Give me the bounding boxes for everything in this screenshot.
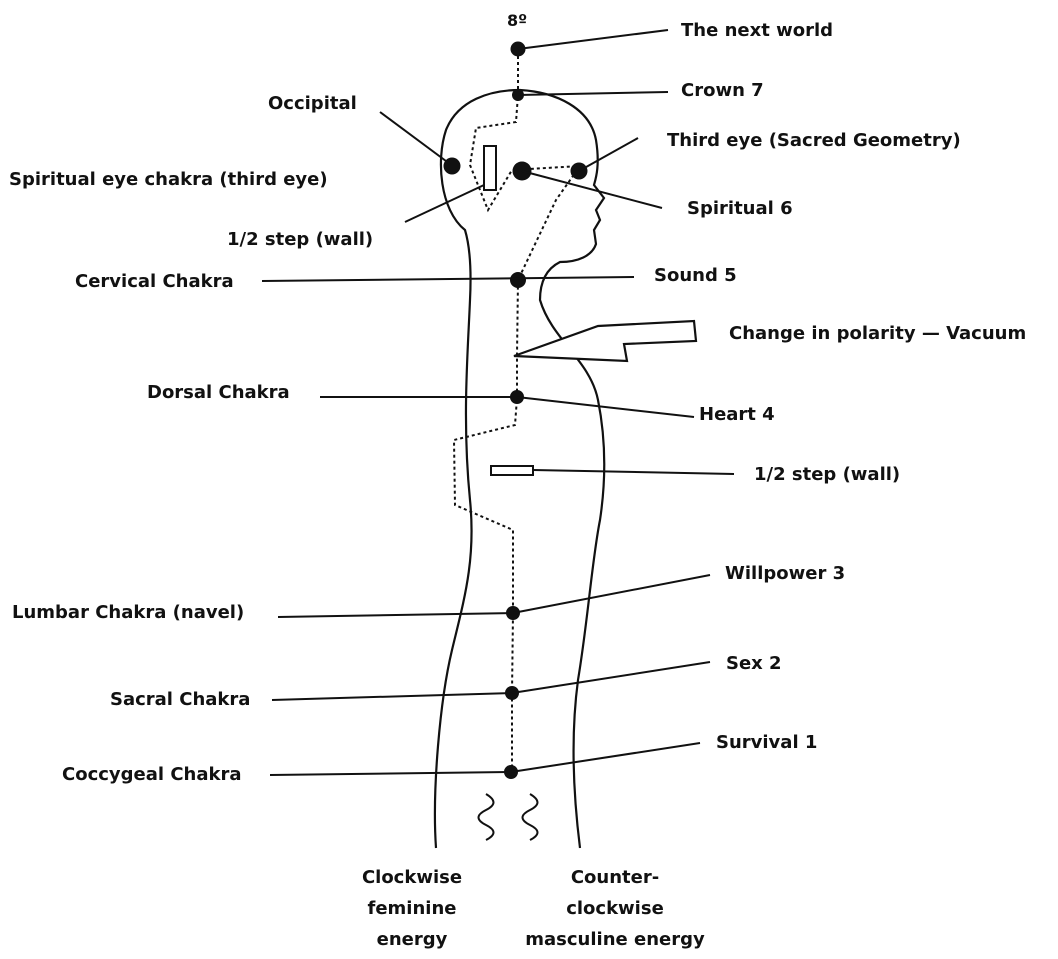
label-third-eye-sacred: Third eye (Sacred Geometry) bbox=[667, 130, 961, 152]
label-polarity: Change in polarity — Vacuum bbox=[729, 323, 1026, 345]
label-sex: Sex 2 bbox=[726, 653, 782, 675]
label-occipital: Occipital bbox=[268, 93, 357, 115]
label-cervical: Cervical Chakra bbox=[75, 271, 234, 293]
wall-head-shape bbox=[484, 146, 496, 190]
caption-counter-line-1: Counter- bbox=[505, 862, 725, 893]
top-marker: 8º bbox=[507, 10, 527, 32]
caption-clockwise-line-1: Clockwise bbox=[342, 862, 482, 893]
label-coccygeal: Coccygeal Chakra bbox=[62, 764, 242, 786]
clockwise-wave bbox=[479, 794, 494, 840]
label-half-step-head: 1/2 step (wall) bbox=[227, 229, 373, 251]
label-dorsal: Dorsal Chakra bbox=[147, 382, 290, 404]
label-lumbar: Lumbar Chakra (navel) bbox=[12, 602, 244, 624]
label-spiritual: Spiritual 6 bbox=[687, 198, 793, 220]
caption-clockwise: Clockwise feminine energy bbox=[342, 862, 482, 955]
label-half-step-body: 1/2 step (wall) bbox=[754, 464, 900, 486]
caption-clockwise-line-2: feminine bbox=[342, 893, 482, 924]
caption-counterclockwise: Counter- clockwise masculine energy bbox=[505, 862, 725, 955]
dot-sound bbox=[510, 272, 526, 288]
label-sound: Sound 5 bbox=[654, 265, 737, 287]
label-spiritual-eye: Spiritual eye chakra (third eye) bbox=[9, 169, 328, 191]
label-crown: Crown 7 bbox=[681, 80, 764, 102]
leader-lines bbox=[262, 30, 734, 775]
caption-clockwise-line-3: energy bbox=[342, 924, 482, 955]
label-survival: Survival 1 bbox=[716, 732, 817, 754]
counter-wave bbox=[523, 794, 538, 840]
label-willpower: Willpower 3 bbox=[725, 563, 845, 585]
caption-counter-line-2: clockwise bbox=[505, 893, 725, 924]
lightning-bolt bbox=[514, 321, 696, 361]
energy-channel bbox=[454, 50, 580, 772]
label-next-world: The next world bbox=[681, 20, 833, 42]
label-sacral: Sacral Chakra bbox=[110, 689, 250, 711]
wall-body-shape bbox=[491, 466, 533, 475]
label-heart: Heart 4 bbox=[699, 404, 775, 426]
caption-counter-line-3: masculine energy bbox=[505, 924, 725, 955]
